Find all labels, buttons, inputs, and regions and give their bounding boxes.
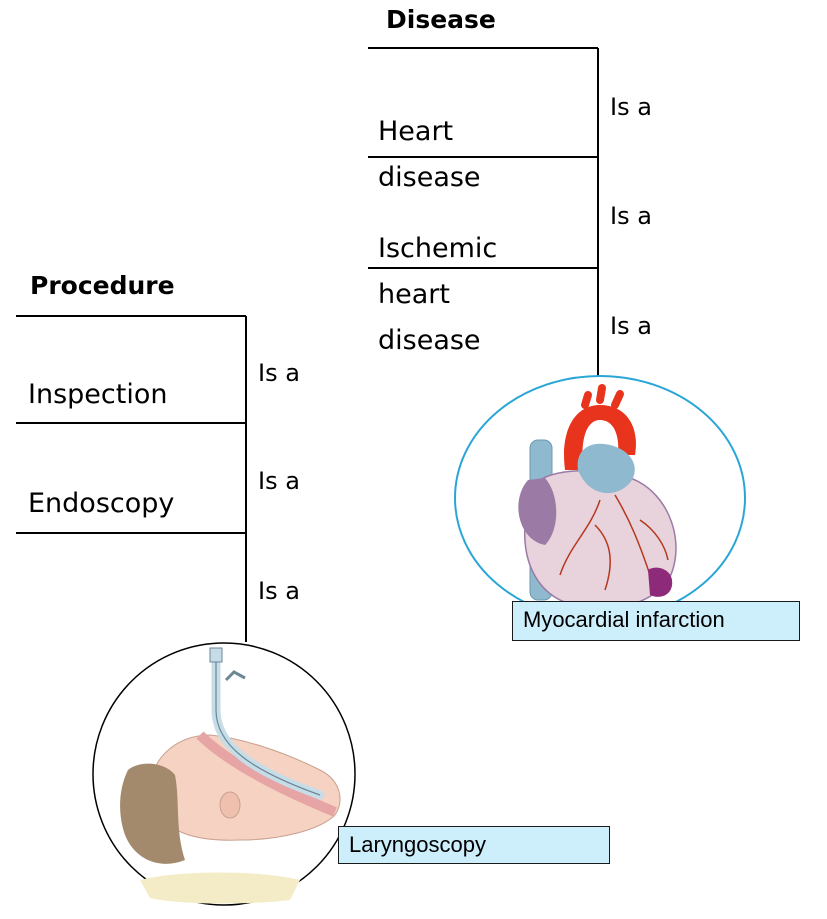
disease-relation-1: Is a	[610, 92, 652, 122]
ear-shape	[220, 792, 240, 818]
disease-relation-3: Is a	[610, 311, 652, 341]
endoscopy-node: Endoscopy	[28, 481, 174, 527]
disease-relation-2: Is a	[610, 201, 652, 231]
heart-disease-node: Heart disease	[378, 109, 481, 201]
disease-root-label: Disease	[386, 5, 496, 35]
myocardial-infarction-label: Myocardial infarction	[512, 601, 800, 641]
inspection-node: Inspection	[28, 372, 167, 418]
procedure-relation-3: Is a	[258, 576, 300, 606]
tube-cap	[210, 648, 222, 662]
procedure-tree-lines	[16, 316, 246, 642]
ischemic-heart-disease-node: Ischemic heart disease	[378, 226, 497, 364]
heart-illustration	[455, 376, 745, 620]
procedure-relation-1: Is a	[258, 358, 300, 388]
pillow-shape	[140, 873, 300, 904]
laryngoscopy-label: Laryngoscopy	[338, 826, 610, 864]
procedure-root-label: Procedure	[30, 271, 175, 301]
intubation-illustration	[93, 643, 355, 905]
procedure-relation-2: Is a	[258, 466, 300, 496]
